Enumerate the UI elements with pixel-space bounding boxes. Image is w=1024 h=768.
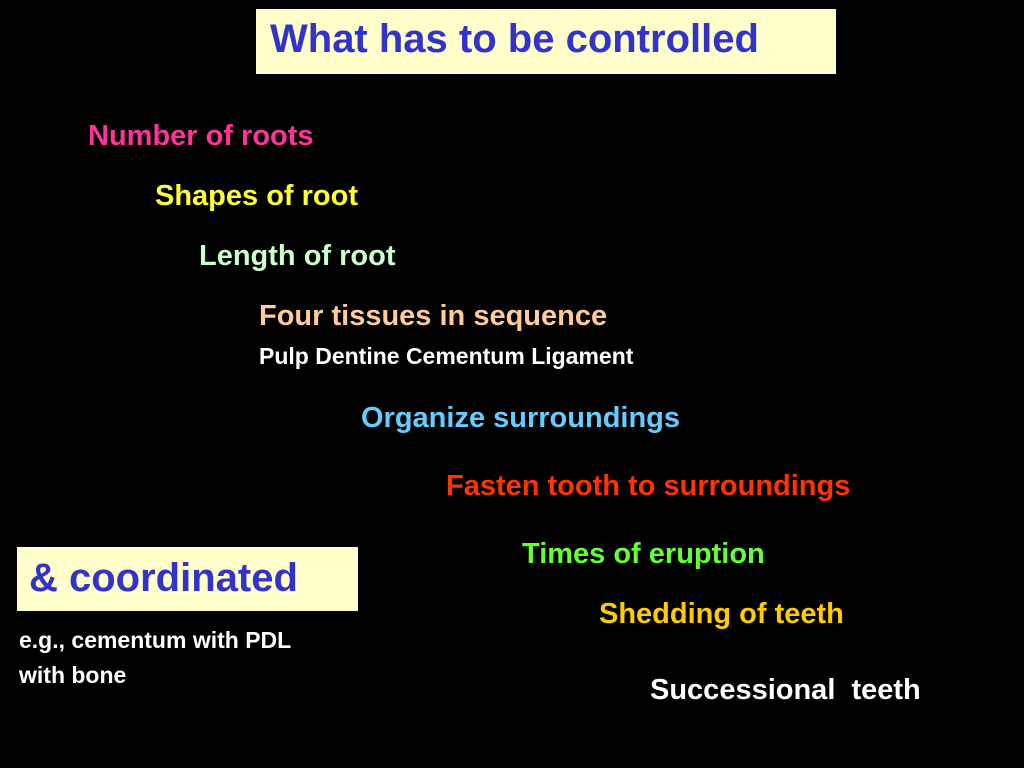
coordinated-label: & coordinated: [29, 556, 298, 600]
slide-title: What has to be controlled: [270, 17, 759, 61]
item-length-of-root: Length of root: [199, 240, 396, 272]
item-successional-teeth: Successional teeth: [650, 674, 921, 706]
item-organize-surroundings: Organize surroundings: [361, 402, 681, 434]
item-fasten-tooth: Fasten tooth to surroundings: [446, 470, 851, 502]
coordinated-box: & coordinated: [17, 547, 358, 611]
note-line-2: with bone: [19, 662, 127, 688]
item-shedding-of-teeth: Shedding of teeth: [599, 598, 844, 630]
item-number-of-roots: Number of roots: [88, 120, 314, 152]
coordinated-note: e.g., cementum with PDL with bone: [19, 623, 291, 693]
item-times-of-eruption: Times of eruption: [522, 538, 765, 570]
item-four-tissues: Four tissues in sequence: [259, 300, 608, 332]
item-shapes-of-root: Shapes of root: [155, 180, 359, 212]
note-line-1: e.g., cementum with PDL: [19, 627, 292, 653]
item-tissue-list: Pulp Dentine Cementum Ligament: [259, 343, 634, 369]
title-box: What has to be controlled: [256, 9, 836, 74]
